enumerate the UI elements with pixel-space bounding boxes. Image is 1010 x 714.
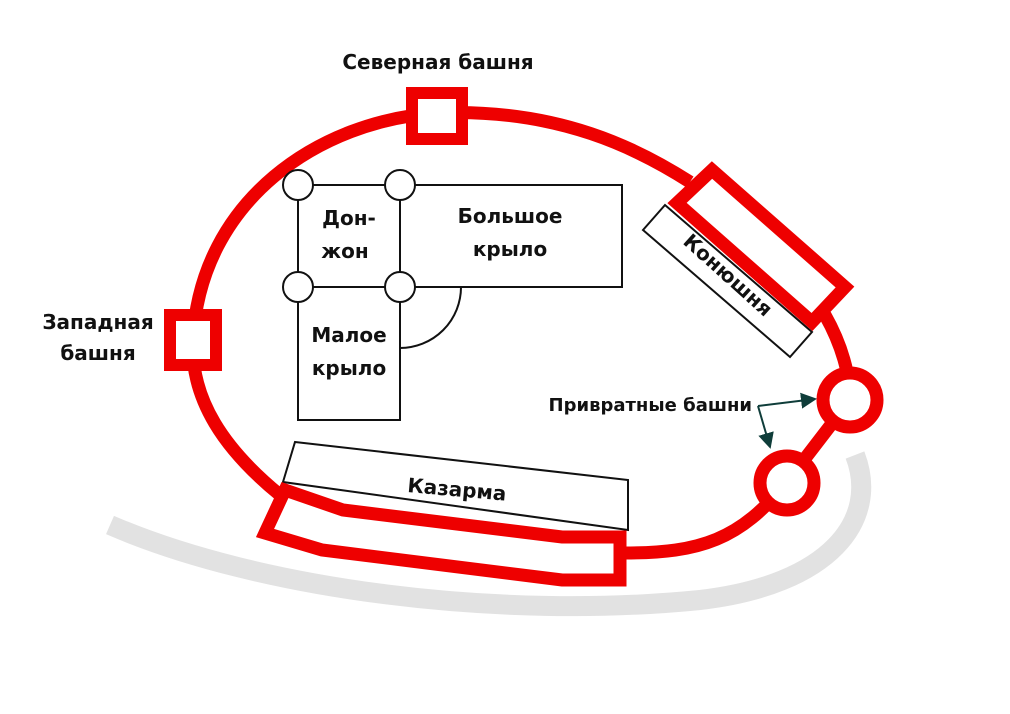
gate-towers-label: Привратные башни bbox=[549, 395, 752, 416]
stable-building bbox=[641, 203, 814, 359]
small-wing bbox=[297, 286, 401, 421]
corner-turret bbox=[384, 271, 416, 303]
corner-turret bbox=[384, 169, 416, 201]
small-wing-label-line1: Малое bbox=[311, 323, 386, 347]
gate-tower-2 bbox=[753, 449, 821, 517]
arrow-icon bbox=[757, 405, 774, 449]
barracks-wall-section bbox=[255, 481, 627, 587]
gate-tower-1 bbox=[816, 366, 884, 434]
donjon bbox=[297, 184, 401, 288]
great-wing bbox=[399, 184, 623, 288]
arrow-icon bbox=[757, 392, 817, 409]
donjon-label-line2: жон bbox=[321, 239, 368, 263]
great-wing-label-line2: крыло bbox=[473, 237, 547, 261]
north-tower-label: Северная башня bbox=[342, 50, 533, 74]
moat-arc bbox=[106, 451, 872, 617]
west-tower-label-line2: башня bbox=[60, 341, 135, 365]
stable-wall-tower bbox=[667, 161, 855, 332]
corner-turret bbox=[282, 271, 314, 303]
courtyard-arc bbox=[399, 286, 462, 349]
barracks-building bbox=[281, 440, 629, 532]
small-wing-label-line2: крыло bbox=[312, 356, 386, 380]
west-tower-label-line1: Западная bbox=[42, 310, 153, 334]
west-tower bbox=[164, 309, 222, 371]
corner-turret bbox=[282, 169, 314, 201]
north-tower bbox=[406, 87, 468, 145]
great-wing-label-line1: Большое bbox=[458, 204, 563, 228]
donjon-label-line1: Дон- bbox=[322, 206, 376, 230]
